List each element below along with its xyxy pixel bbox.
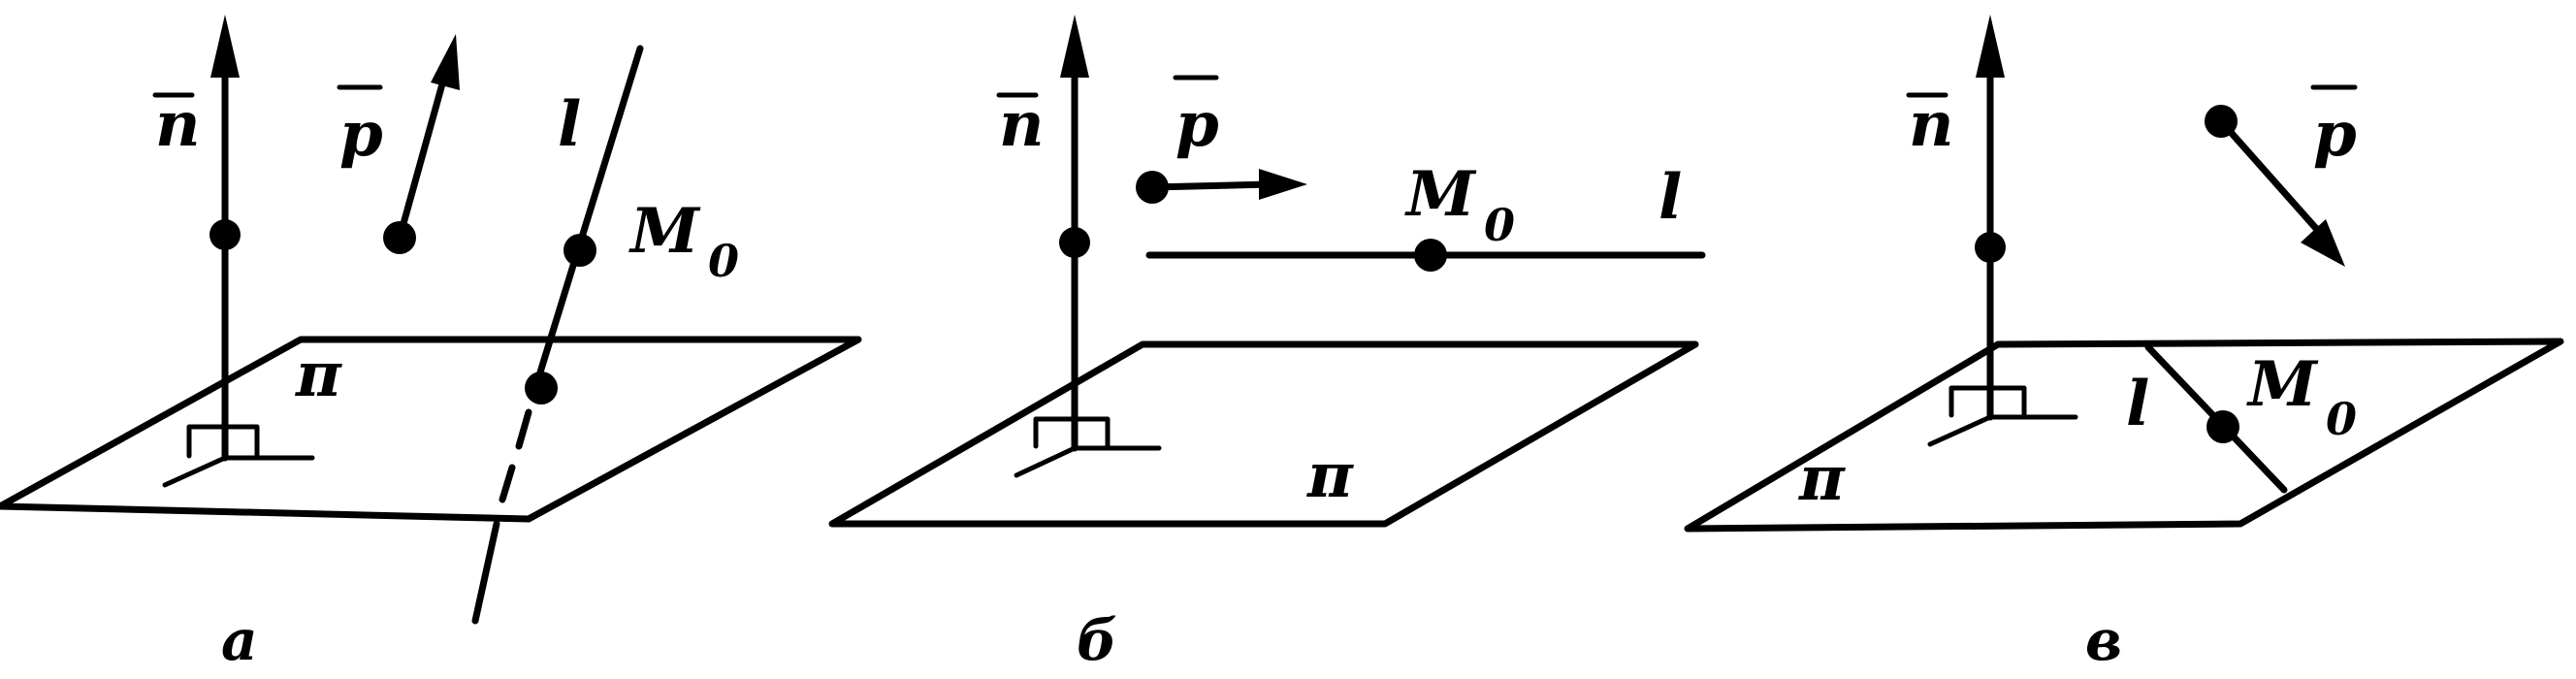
panel-a: n p l M 0 π а bbox=[0, 15, 862, 673]
direction-vector-p-arrowhead bbox=[431, 34, 460, 90]
label-n: n bbox=[1909, 88, 1954, 161]
label-p: p bbox=[1175, 88, 1219, 161]
right-angle-box bbox=[186, 424, 228, 459]
normal-base-point bbox=[1059, 227, 1090, 258]
direction-vector-p-arrowhead bbox=[2301, 219, 2345, 267]
plane-pi bbox=[828, 340, 1699, 528]
label-m0-sub: 0 bbox=[2326, 393, 2357, 445]
normal-base-point bbox=[1975, 232, 2006, 263]
direction-vector-p-start bbox=[1136, 171, 1169, 204]
label-m0-sub: 0 bbox=[1484, 199, 1515, 251]
point-m0 bbox=[564, 234, 596, 267]
panel-b: n p M 0 l π б bbox=[828, 15, 1706, 673]
right-angle-marker bbox=[162, 455, 228, 488]
direction-vector-p-shaft bbox=[1148, 180, 1274, 191]
label-pi: π bbox=[1798, 442, 1846, 515]
panel-c: n p l M 0 π в bbox=[1684, 15, 2564, 673]
line-l-hidden bbox=[515, 408, 532, 450]
line-l-hidden bbox=[499, 464, 516, 503]
normal-base-point bbox=[209, 219, 241, 250]
normal-vector-arrowhead bbox=[1060, 15, 1089, 78]
direction-vector-p-start bbox=[2205, 105, 2238, 138]
label-m0-sub: 0 bbox=[708, 235, 739, 287]
right-angle-box bbox=[1072, 416, 1111, 449]
label-n: n bbox=[999, 88, 1045, 161]
normal-vector-arrowhead bbox=[210, 15, 240, 78]
right-angle-box bbox=[1948, 385, 1993, 418]
label-m0: M bbox=[628, 195, 701, 268]
label-pi: π bbox=[1306, 439, 1354, 512]
label-l: l bbox=[2126, 368, 2149, 440]
label-l: l bbox=[558, 88, 581, 161]
label-pi: π bbox=[295, 339, 342, 411]
right-angle-box bbox=[1033, 416, 1078, 449]
label-p: p bbox=[339, 98, 383, 171]
right-angle-marker bbox=[1014, 445, 1078, 478]
direction-vector-p-shaft bbox=[396, 59, 452, 242]
plane-pi bbox=[1684, 338, 2564, 533]
label-n: n bbox=[155, 88, 201, 161]
point-m0 bbox=[2206, 410, 2239, 443]
label-m0: M bbox=[2246, 348, 2319, 421]
right-angle-box bbox=[222, 424, 260, 459]
label-l: l bbox=[1658, 161, 1682, 234]
intersection-point bbox=[525, 372, 558, 404]
direction-vector-p-start bbox=[383, 221, 416, 254]
label-m0: M bbox=[1404, 158, 1477, 231]
direction-vector-p-shaft bbox=[2217, 117, 2324, 237]
plane-pi bbox=[0, 336, 862, 523]
right-angle-marker bbox=[1927, 414, 1993, 447]
direction-vector-p-arrowhead bbox=[1259, 169, 1307, 200]
caption-a: а bbox=[221, 607, 258, 673]
line-l-below bbox=[471, 520, 500, 625]
line-l bbox=[531, 45, 644, 392]
normal-vector-arrowhead bbox=[1976, 15, 2005, 78]
caption-b: б bbox=[1077, 607, 1117, 673]
point-m0 bbox=[1414, 239, 1447, 272]
label-p: p bbox=[2313, 98, 2357, 171]
right-angle-box bbox=[1987, 385, 2027, 418]
caption-c: в bbox=[2085, 607, 2122, 673]
